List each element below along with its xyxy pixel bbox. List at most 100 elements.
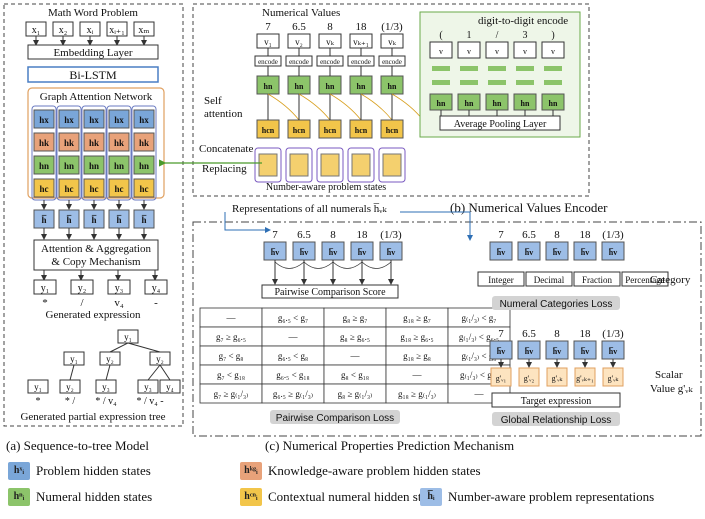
- c-rep-label: h̅v: [386, 248, 395, 257]
- category-box: [573, 271, 621, 287]
- hidden-state-label: hx: [89, 115, 99, 125]
- digit-box-label: v: [523, 47, 527, 56]
- r-rep-cell: [517, 241, 541, 261]
- hidden-state-label: hk: [64, 138, 74, 148]
- concat-cell: [320, 153, 340, 177]
- digit-lstm-row: [432, 80, 450, 85]
- scalar-cell-label: g'ᵥ₁: [496, 374, 507, 383]
- scalar-cell-label: g'ᵥ₂: [524, 374, 535, 383]
- generated-expression-label: Generated expression: [46, 309, 141, 321]
- r-rep-cell: [545, 241, 569, 261]
- encode-label: encode: [382, 58, 402, 66]
- table-cell-text: —: [288, 332, 299, 342]
- d2d-title: digit-to-digit encode: [478, 15, 568, 27]
- digit-lstm-row: [544, 80, 562, 85]
- hidden-state-cell: [108, 155, 130, 175]
- r-value-label: 7: [498, 229, 504, 241]
- digit-lstm-row: [460, 66, 478, 71]
- hidden-state-cell: [83, 155, 105, 175]
- hidden-state-label: hn: [139, 161, 149, 171]
- r-value-label: 6.5: [522, 229, 536, 241]
- target-expression-label: Target expression: [521, 396, 591, 407]
- table-cell-text: g₇ < g₈: [219, 351, 244, 361]
- pairwise-loss-label: Pairwise Comparison Loss: [276, 413, 394, 424]
- panel-c-caption: (c) Numerical Properties Prediction Mech…: [265, 438, 514, 453]
- hidden-state-cell: [133, 178, 155, 198]
- digit-lstm-row: [460, 80, 478, 85]
- table-cell-text: g₆.₅ < g₇: [278, 313, 308, 323]
- hidden-state-cell: [108, 132, 130, 152]
- avg-pool-layer: [439, 115, 561, 131]
- contextual-state-label: hcn: [386, 126, 399, 135]
- scalar-cell: [574, 367, 596, 387]
- hidden-state-label: hc: [140, 184, 149, 194]
- scalar-cell: [602, 367, 624, 387]
- table-cell-text: —: [412, 370, 423, 380]
- digit-lstm-row: [544, 66, 562, 71]
- tree-symbol: * / v₄: [95, 396, 117, 407]
- digit-box-label: v: [467, 47, 471, 56]
- digit-state-label: hn: [493, 99, 502, 108]
- r-rep-label: h̅v: [608, 248, 617, 257]
- concat-cell: [351, 153, 371, 177]
- digit-box: [485, 41, 509, 59]
- r-rep-label: h̅v: [524, 248, 533, 257]
- tree-node-label: y₁: [34, 382, 42, 392]
- value-label: 8: [327, 21, 333, 33]
- hidden-state-cell: [108, 109, 130, 129]
- table-cell-text: g₇ ≥ g₍₁/₃₎: [214, 389, 249, 399]
- tree-node: [27, 379, 49, 394]
- hidden-state-label: hc: [90, 184, 99, 194]
- hidden-state-cell: [133, 155, 155, 175]
- output-token-box: [144, 279, 168, 295]
- digit-char: 1: [467, 30, 472, 41]
- hidden-state-label: hk: [139, 138, 149, 148]
- legend-label: Contextual numeral hidden states: [268, 489, 442, 504]
- digit-box: [429, 41, 453, 59]
- category-text: Percentage: [625, 275, 664, 285]
- hidden-state-label: hc: [40, 184, 49, 194]
- output-symbol: *: [42, 297, 48, 309]
- target-expression-box: [491, 392, 621, 408]
- r2-rep-label: h̅v: [580, 347, 589, 356]
- table-cell-text: g₇ < g₁₈: [217, 370, 245, 380]
- rep-cell-label: h̅: [41, 215, 47, 225]
- r-rep-cell: [573, 241, 597, 261]
- r2-rep-label: h̅v: [552, 347, 561, 356]
- gat-label: Graph Attention Network: [40, 91, 153, 103]
- digit-lstm-row: [516, 80, 534, 85]
- replacing-label: Replacing: [202, 163, 247, 175]
- value-label: 7: [265, 21, 271, 33]
- number-aware-states-label: Number-aware problem states: [266, 182, 386, 193]
- table-cell-text: g₁₈ ≥ g₈: [403, 351, 431, 361]
- panel-c-border: [192, 221, 702, 437]
- rep-cell-label: h̅: [66, 215, 72, 225]
- digit-state-label: hn: [521, 99, 530, 108]
- embedding-layer: [27, 44, 159, 60]
- concat-group: [254, 147, 282, 183]
- c-rep-label: h̅v: [357, 248, 366, 257]
- r-value-label: (1/3): [602, 229, 624, 241]
- value-var: vₖ₊₁: [353, 37, 369, 47]
- numerical-values-title: Numerical Values: [262, 7, 340, 19]
- numeral-state-label: hn: [357, 82, 366, 91]
- encode-label: encode: [289, 58, 309, 66]
- bilstm-layer: [27, 66, 159, 83]
- table-cell-text: g₍₁/₃₎ < g₈: [462, 351, 497, 361]
- tree-symbol: * /: [65, 396, 76, 407]
- output-token-box: [107, 279, 131, 295]
- table-cell-text: g₍₁/₃₎ < g₆.₅: [459, 332, 499, 342]
- digit-lstm-row: [488, 80, 506, 85]
- global-loss-label: Global Relationship Loss: [501, 415, 612, 426]
- hidden-state-label: hc: [65, 184, 74, 194]
- r-rep-label: h̅v: [552, 248, 561, 257]
- table-cell-text: g₆.₅ ≥ g₍₁/₃₎: [273, 389, 313, 399]
- digit-lstm-row: [432, 66, 450, 71]
- tree-symbol: *: [36, 396, 41, 407]
- token-label: x₂: [59, 25, 68, 36]
- category-box: [477, 271, 525, 287]
- tree-node-label: y₂: [106, 354, 114, 364]
- c-value-label: 18: [357, 229, 369, 241]
- table-cell-text: —: [226, 313, 237, 323]
